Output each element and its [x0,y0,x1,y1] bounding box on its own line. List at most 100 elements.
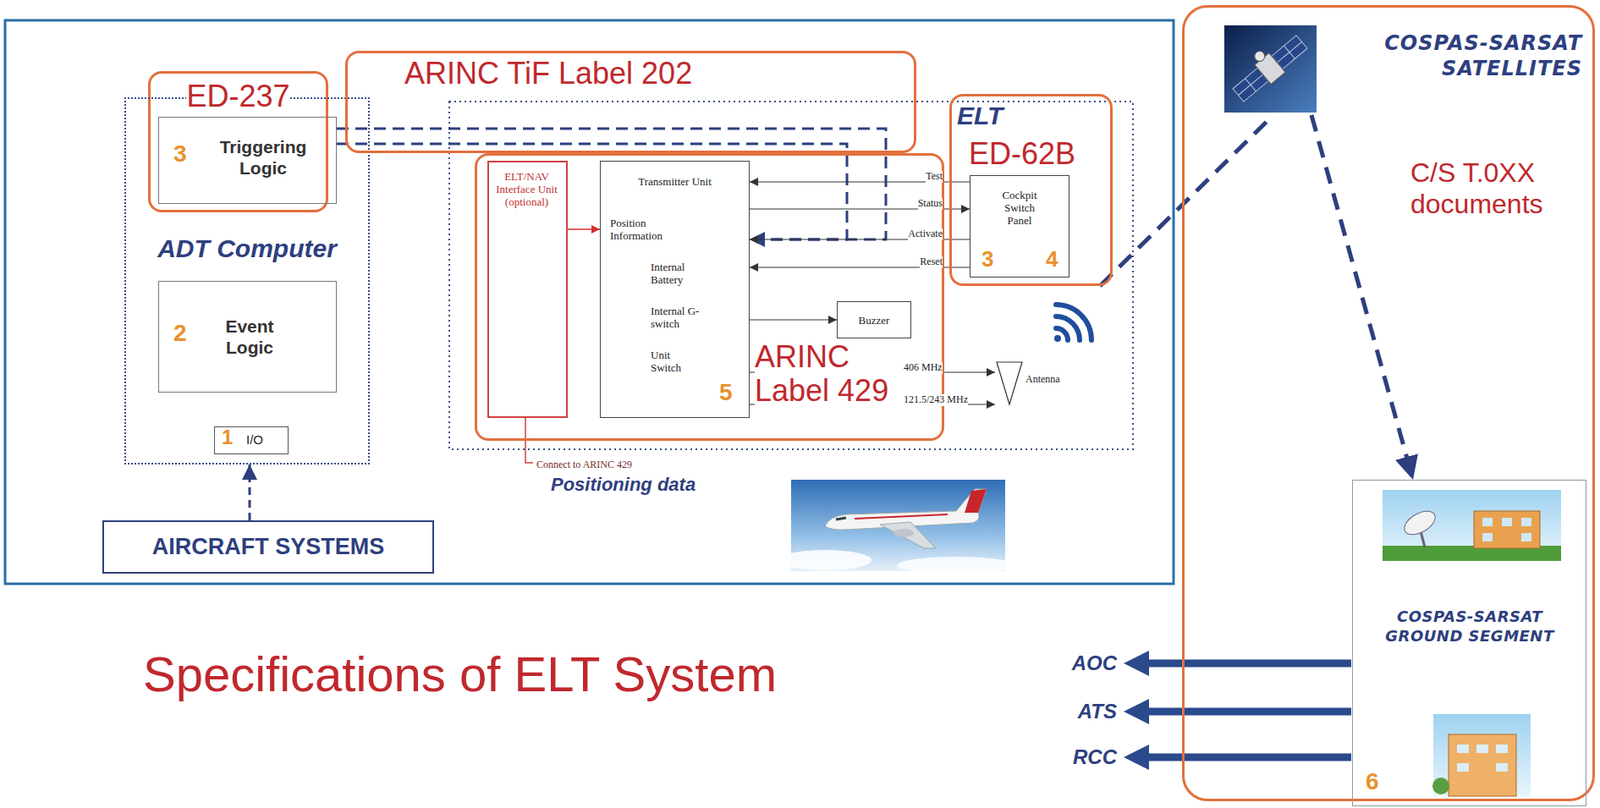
text-slot: Positioning data [550,473,771,495]
trigger-link [336,143,847,240]
signal-label: 121.5/243 MHz [903,394,968,407]
text-slot: ARINC Label 429 [754,340,912,409]
standard-label: ED-62B [968,137,1076,171]
antenna-triangle [996,362,1023,405]
box-label: Cockpit Switch Panel [994,189,1045,228]
signal-label: Activate [907,228,943,241]
text-slot: ARINC TiF Label 202 [404,56,777,91]
text-slot: Position Information [610,217,688,243]
segment-label: COSPAS-SARSAT SATELLITES [1318,30,1583,82]
data-label: Positioning data [550,473,696,495]
text-slot: Internal Battery [650,261,712,287]
text-slot: AOC [1006,651,1117,676]
wave [1055,304,1092,341]
component-label: Internal Battery [650,261,712,287]
text-slot: ED-62B [968,137,1109,171]
window [1457,744,1469,754]
standard-group-box: ARINC TiF Label 202 [345,50,917,154]
satellite-dish [1252,49,1267,64]
computer-box: ADT Computer Triggering LogicEvent LogicI… [124,97,370,465]
text-slot: Activate [891,225,943,241]
dispatch-arrow-head [1123,650,1150,677]
dispatch-arrows [1123,650,1352,770]
cloud [778,549,872,571]
recipient-label: ATS [1077,699,1117,724]
building [1448,734,1517,797]
radio-link [1099,115,1274,286]
text-slot: Unit Switch [650,349,695,375]
text-slot: ELT/NAV Interface Unit (optional) [490,170,563,209]
signal-arrow [248,464,252,521]
signal-line [749,318,837,320]
window [1521,533,1532,542]
dispatch-arrow-line [1142,753,1352,762]
building [1473,511,1540,549]
text-slot: Status [891,194,943,210]
window [1457,763,1469,772]
panel-grid [1276,42,1302,63]
satellite-icon [1224,25,1317,113]
text-slot: Test [891,167,943,183]
recipient-label: RCC [1072,745,1117,770]
wave-dot [1054,335,1062,342]
system-box: AIRCRAFT SYSTEMS [102,520,435,574]
text-slot: ADT Computer [141,234,353,264]
component-label: Unit Switch [650,349,695,375]
text-slot: RCC [1006,745,1117,770]
box-title: Transmitter Unit [637,175,712,189]
text-slot: ATS [1006,699,1117,724]
component-label: Internal G-switch [650,305,712,331]
interface-box: ELT/NAV Interface Unit (optional) [487,160,568,418]
box-label: ELT/NAV Interface Unit (optional) [490,170,563,209]
text-slot: I/O [246,432,286,448]
sky [1382,489,1562,561]
text-slot: 4 [1045,247,1067,270]
segment-label: COSPAS-SARSAT GROUND SEGMENT [1380,607,1560,646]
position-arrow [567,228,600,231]
ground-station-photo [1382,489,1562,561]
dispatch-arrow-line [1142,659,1352,668]
antenna-node: Antenna [995,360,1067,407]
callout-number: 3 [173,142,187,166]
text-slot: Internal G-switch [650,305,712,331]
callout-number: 6 [1365,769,1380,794]
text-slot: 121.5/243 MHz [903,390,989,407]
text-slot: COSPAS-SARSAT SATELLITES [1318,30,1583,82]
text-slot: Specifications of ELT System [142,646,990,704]
text-slot: Reset [891,252,943,269]
box-label: Event Logic [207,315,292,358]
aircraft-frame [5,20,1174,584]
dish [1400,505,1440,539]
signal-label: Status [918,197,943,210]
satellite-node: COSPAS-SARSAT SATELLITES [1218,18,1591,116]
diagram-title: Specifications of ELT System [142,646,777,704]
panel-grid [1237,74,1263,95]
text-slot: Connect to ARINC 429 [536,456,681,472]
window [1482,533,1493,542]
text-slot: 5 [719,380,745,405]
unit-title: ELT [956,101,1003,132]
callout-number: 5 [719,380,733,405]
standard-group-box: ELT ED-62B Cockpit Switch Panel [949,93,1113,286]
box-label: Buzzer [858,314,891,328]
text-slot: 6 [1365,769,1392,794]
text-slot: C/S T.0XX documents [1410,157,1584,220]
standard-label: ARINC TiF Label 202 [404,56,693,91]
box-label: Triggering Logic [203,136,323,179]
standard-group-box: ARINC Label 429 ELT/NAV Interface Unit (o… [474,153,945,441]
window [1495,763,1508,772]
box-label: AIRCRAFT SYSTEMS [152,533,385,561]
text-slot: COSPAS-SARSAT GROUND SEGMENT [1380,607,1560,646]
wing [879,522,936,549]
ground-segment-box: COSPAS-SARSAT GROUND SEGMENT [1352,479,1587,807]
text-slot: Event Logic [207,315,292,358]
window [1495,744,1508,754]
callout-number: 1 [221,427,233,448]
signal-label: 406 MHz [903,362,943,374]
callout-number: 3 [981,247,994,270]
connection-note: Connect to ARINC 429 [536,459,633,472]
component-label: Position Information [610,217,688,243]
part-label: Antenna [1025,373,1061,386]
text-slot: Buzzer [837,312,911,328]
